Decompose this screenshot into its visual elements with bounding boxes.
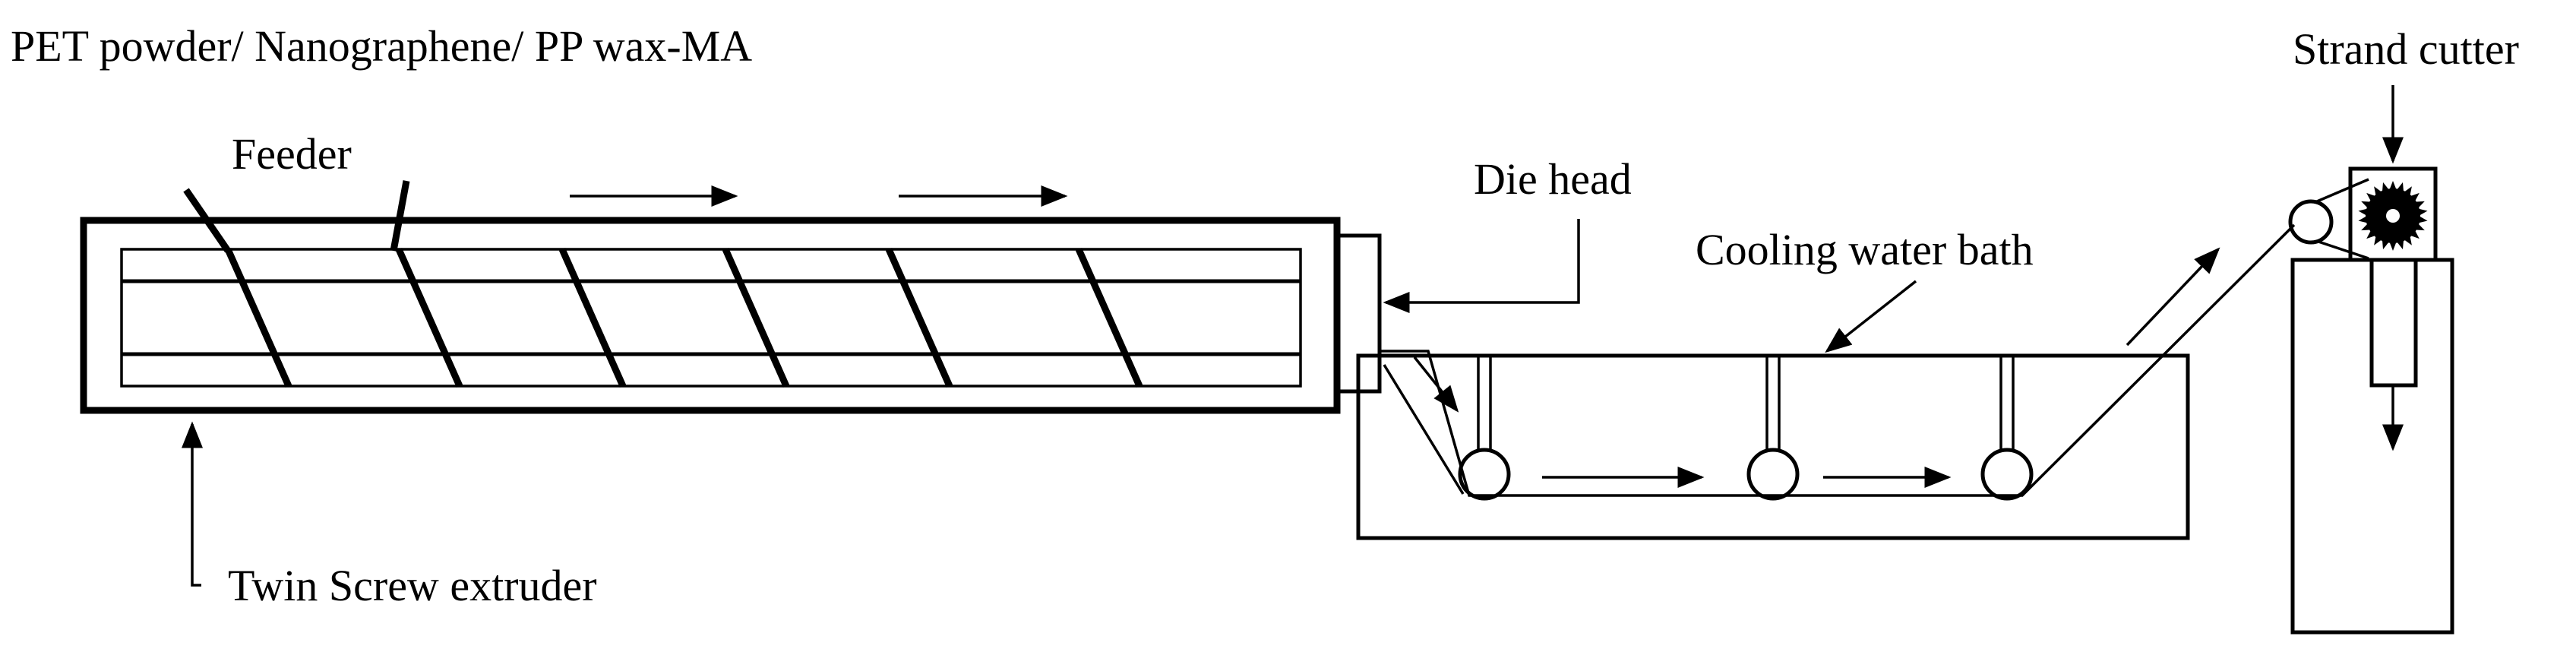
saw-tooth	[2417, 208, 2428, 216]
roller-icon	[1746, 448, 1800, 501]
saw-tooth	[2389, 181, 2397, 191]
screw-flights	[224, 248, 1143, 388]
saw-tooth	[2404, 186, 2412, 197]
strand-to-cutter	[2316, 178, 2369, 203]
saw-tooth	[2382, 239, 2390, 250]
die-head-label: Die head	[1474, 154, 1632, 204]
strand-entry	[1383, 364, 1465, 495]
strand-arrow-up	[2126, 247, 2220, 347]
cooling-water-bath	[1356, 223, 2296, 540]
saw-tooth	[2361, 201, 2372, 209]
extruder-label: Twin Screw extruder	[228, 561, 597, 610]
roller-icon	[1458, 448, 1511, 501]
screw-flight	[722, 248, 790, 388]
cooling-bath-label: Cooling water bath	[1696, 225, 2034, 274]
screw-flight	[224, 248, 292, 388]
strand-cutter-label: Strand cutter	[2293, 24, 2519, 74]
pellet-chute	[2369, 258, 2418, 388]
material-label: PET powder/ Nanographene/ PP wax-MA	[11, 21, 752, 71]
saw-tooth	[2374, 235, 2382, 245]
polymer-strand	[1380, 223, 2296, 497]
saw-tooth	[2404, 235, 2412, 245]
feeder-wall-right	[390, 180, 410, 252]
saw-tooth	[2382, 182, 2390, 193]
saw-tooth	[2366, 192, 2376, 202]
twin-screw-extruder	[80, 180, 1341, 587]
saw-tooth	[2414, 201, 2425, 209]
strand-arrow-down	[1413, 356, 1459, 413]
screw-flight	[558, 248, 627, 388]
guide-roller-icon	[2288, 199, 2334, 245]
feeder-label: Feeder	[232, 129, 352, 179]
saw-tooth	[2374, 186, 2382, 197]
saw-tooth	[2410, 230, 2420, 239]
saw-tooth	[2396, 182, 2404, 193]
strand-cutter	[2288, 85, 2454, 635]
screw-flight	[395, 248, 463, 388]
strand-to-cutter	[2318, 240, 2369, 260]
screw-flight	[885, 248, 953, 388]
bath-pointer	[1825, 280, 1917, 353]
die-head	[1335, 219, 1580, 394]
saw-tooth	[2414, 223, 2425, 231]
die-head-pointer	[1383, 219, 1580, 313]
saw-tooth	[2396, 239, 2404, 250]
saw-tooth	[2358, 216, 2369, 223]
bath-tank	[1356, 353, 2190, 540]
saw-blade-icon	[2358, 181, 2428, 251]
screw-inner-casing	[120, 248, 1302, 388]
feeder-wall-left	[183, 188, 231, 253]
extruder-pointer	[182, 421, 203, 587]
saw-tooth	[2417, 216, 2428, 223]
roller-supports	[1477, 357, 2015, 450]
saw-tooth	[2410, 192, 2420, 202]
screw-flight	[1075, 248, 1143, 388]
roller-icon	[1980, 448, 2034, 501]
saw-tooth	[2361, 223, 2372, 231]
saw-tooth	[2366, 230, 2376, 239]
saw-tooth	[2389, 241, 2397, 251]
saw-tooth	[2358, 208, 2369, 216]
